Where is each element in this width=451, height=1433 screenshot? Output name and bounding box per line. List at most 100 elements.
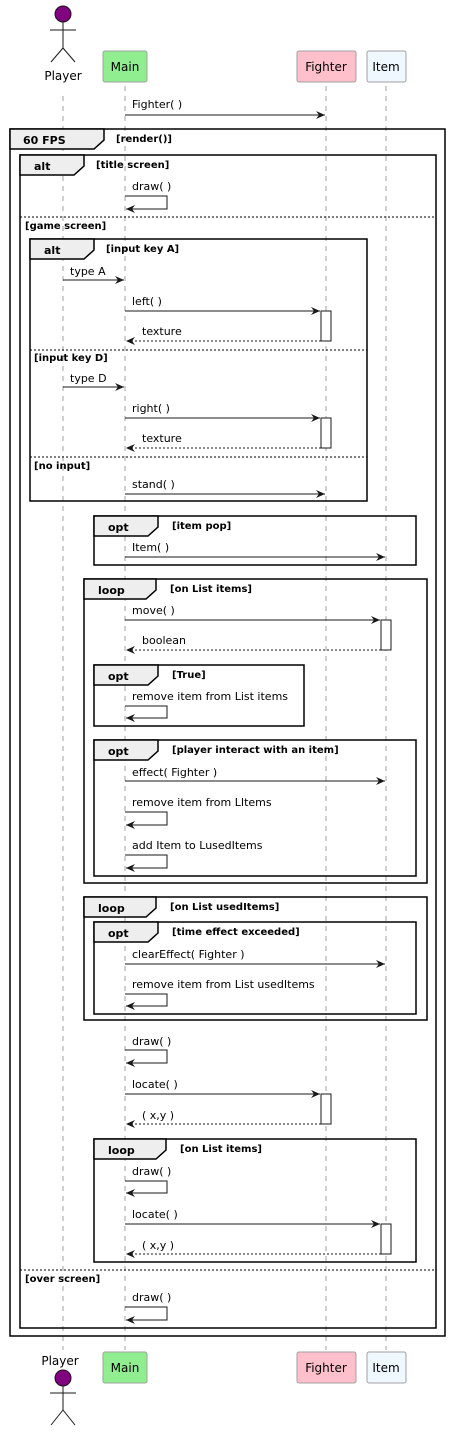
message-label: remove item from List usedItems bbox=[132, 978, 315, 991]
self-message-arrow bbox=[125, 705, 168, 722]
fragment-keyword: opt bbox=[108, 670, 129, 683]
activation-bar bbox=[320, 417, 332, 449]
fragment-guard: [player interact with an item] bbox=[172, 745, 339, 756]
participant-item-bottom: Item bbox=[366, 1351, 407, 1384]
participant-label: Fighter bbox=[305, 60, 347, 74]
actor-icon bbox=[54, 5, 72, 23]
fragment-keyword: 60 FPS bbox=[23, 134, 66, 147]
actor-leg-right bbox=[62, 47, 76, 63]
fragment-loop-used-items: loop [on List usedItems] bbox=[83, 896, 428, 1021]
fragment-frame bbox=[83, 578, 428, 884]
actor-leg-left bbox=[50, 1409, 64, 1426]
fragment-opt-time-effect: opt [time effect exceeded] bbox=[93, 921, 417, 1015]
fragment-guard: [render()] bbox=[116, 134, 172, 145]
fragment-guard: [True] bbox=[172, 670, 206, 681]
self-message-arrow bbox=[125, 1180, 168, 1197]
fragment-tab bbox=[19, 154, 85, 176]
message-label: remove item from LItems bbox=[132, 796, 272, 809]
message-label: ( x,y ) bbox=[142, 1109, 174, 1122]
self-message-arrow bbox=[125, 854, 168, 872]
fragment-tab bbox=[93, 515, 159, 537]
fragment-opt-item-pop: opt [item pop] bbox=[93, 515, 417, 566]
message-label: draw( ) bbox=[132, 1035, 171, 1048]
fragment-frame bbox=[93, 664, 305, 727]
fragment-frame bbox=[19, 154, 437, 1329]
self-message-arrow bbox=[125, 811, 168, 829]
participant-label: Item bbox=[372, 1361, 399, 1375]
fragment-guard: [time effect exceeded] bbox=[172, 927, 300, 938]
fragment-alt-screens: alt [title screen] [game screen] [over s… bbox=[19, 154, 437, 1329]
self-message-arrow bbox=[125, 1306, 168, 1324]
fragment-frame bbox=[29, 238, 368, 502]
participant-player-top: Player bbox=[44, 5, 82, 83]
fragment-keyword: loop bbox=[98, 902, 125, 915]
message-label: texture bbox=[142, 432, 182, 445]
fragment-tab bbox=[29, 238, 95, 260]
message-label: draw( ) bbox=[132, 1165, 171, 1178]
fragment-opt-interact: opt [player interact with an item] bbox=[93, 739, 417, 877]
fragment-frame bbox=[93, 1138, 417, 1263]
fragment-tab bbox=[93, 1138, 167, 1160]
fragment-keyword: alt bbox=[44, 244, 60, 257]
actor-leg-left bbox=[50, 47, 64, 63]
message-label: texture bbox=[142, 325, 182, 338]
message-label: left( ) bbox=[132, 295, 162, 308]
message-label: add Item to LusedItems bbox=[132, 839, 263, 852]
fragment-tab bbox=[83, 578, 157, 600]
participant-main-bottom: Main bbox=[102, 1351, 148, 1384]
fragment-loop-items: loop [on List items] bbox=[83, 578, 428, 884]
activation-bar bbox=[320, 310, 332, 342]
participant-label: Player bbox=[41, 1354, 78, 1368]
actor-icon bbox=[54, 1369, 72, 1387]
participant-main-top: Main bbox=[102, 50, 148, 83]
fragment-keyword: opt bbox=[108, 521, 129, 534]
fragment-else-guard: [over screen] bbox=[25, 1274, 100, 1285]
fragment-loop-items-render: loop [on List items] bbox=[93, 1138, 417, 1263]
fragment-60fps: 60 FPS [render()] bbox=[9, 128, 446, 1337]
fragment-frame bbox=[93, 921, 417, 1015]
message-label: clearEffect( Fighter ) bbox=[132, 948, 245, 961]
fragment-else-guard: [game screen] bbox=[25, 221, 106, 232]
fragment-guard: [on List items] bbox=[180, 1144, 262, 1155]
fragment-keyword: alt bbox=[34, 160, 50, 173]
message-label: move( ) bbox=[132, 604, 175, 617]
message-label: right( ) bbox=[132, 402, 170, 415]
message-label: draw( ) bbox=[132, 180, 171, 193]
fragment-guard: [title screen] bbox=[96, 160, 169, 171]
fragment-guard: [on List usedItems] bbox=[170, 902, 279, 913]
fragment-keyword: opt bbox=[108, 927, 129, 940]
message-label: remove item from List items bbox=[132, 690, 288, 703]
message-label: boolean bbox=[142, 634, 186, 647]
self-message-arrow bbox=[125, 1049, 168, 1067]
message-label: Fighter( ) bbox=[132, 98, 182, 111]
participant-label: Item bbox=[372, 60, 399, 74]
fragment-else-guard: [no input] bbox=[34, 461, 90, 472]
message-label: locate( ) bbox=[132, 1078, 178, 1091]
participant-fighter-bottom: Fighter bbox=[296, 1351, 357, 1384]
message-label: type A bbox=[70, 265, 106, 278]
fragment-tab bbox=[93, 664, 159, 686]
participant-label: Main bbox=[111, 60, 140, 74]
fragment-alt-input: alt [input key A] [input key D] [no inpu… bbox=[29, 238, 368, 502]
fragment-frame bbox=[93, 515, 417, 566]
fragment-else-guard: [input key D] bbox=[34, 353, 108, 364]
participant-item-top: Item bbox=[366, 50, 407, 83]
fragment-keyword: loop bbox=[108, 1144, 135, 1157]
message-label: type D bbox=[70, 372, 107, 385]
fragment-tab bbox=[83, 896, 157, 918]
activation-bar bbox=[380, 1223, 392, 1255]
actor-leg-right bbox=[62, 1409, 76, 1426]
fragment-tab bbox=[93, 921, 159, 943]
activation-bar bbox=[320, 1093, 332, 1125]
participant-player-bottom: Player bbox=[41, 1354, 79, 1426]
fragment-tab bbox=[9, 128, 105, 150]
fragment-guard: [on List items] bbox=[170, 584, 252, 595]
fragment-guard: [input key A] bbox=[106, 244, 179, 255]
message-label: draw( ) bbox=[132, 1291, 171, 1304]
message-label: locate( ) bbox=[132, 1208, 178, 1221]
message-label: stand( ) bbox=[132, 478, 175, 491]
fragment-frame bbox=[9, 128, 446, 1337]
fragment-frame bbox=[83, 896, 428, 1021]
message-label: ( x,y ) bbox=[142, 1239, 174, 1252]
